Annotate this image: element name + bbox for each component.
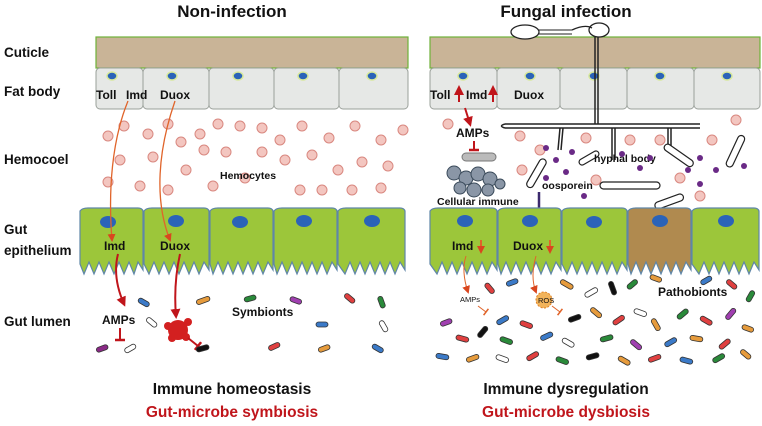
ros-weak-blob bbox=[535, 291, 553, 309]
fat-cell bbox=[693, 67, 761, 110]
epithelial-cell bbox=[143, 207, 210, 276]
left-duox-fat-label: Duox bbox=[160, 88, 190, 102]
epithelial-cell bbox=[337, 207, 406, 276]
row-label-fat-body: Fat body bbox=[4, 84, 61, 99]
epithelial-cell bbox=[429, 207, 498, 276]
right-duox-gut-label: Duox bbox=[513, 239, 543, 253]
epithelial-cell bbox=[209, 207, 274, 276]
oosporein-label: oosporein bbox=[542, 180, 593, 192]
toll-imd-to-gut-arrow bbox=[107, 100, 129, 242]
ros-label: ROS bbox=[538, 296, 554, 305]
right-toll-label: Toll bbox=[430, 88, 450, 102]
left-footer-title: Immune homeostasis bbox=[153, 381, 312, 398]
duox-to-ros-weak-arrow bbox=[530, 255, 538, 294]
left-fat-body bbox=[95, 67, 409, 110]
left-panel-title: Non-infection bbox=[177, 2, 287, 21]
inhibited-blastospore bbox=[461, 152, 497, 162]
ros-weak-inhibit bbox=[551, 305, 564, 316]
hemocytes-right bbox=[442, 114, 742, 202]
epithelial-cell bbox=[561, 207, 628, 276]
epithelial-cell bbox=[497, 207, 562, 276]
left-toll-label: Toll bbox=[96, 88, 116, 102]
epithelial-cell bbox=[691, 207, 760, 276]
hemocytes bbox=[102, 118, 409, 196]
right-imd-gut-label: Imd bbox=[452, 239, 473, 253]
pathobionts bbox=[435, 274, 756, 366]
symbionts-label: Symbionts bbox=[232, 305, 294, 319]
row-label-gut-lumen: Gut lumen bbox=[4, 314, 71, 329]
row-label-gut-epithelium-2: epithelium bbox=[4, 243, 72, 258]
fat-cell-nuclei bbox=[106, 71, 378, 81]
left-imd-gut-label: Imd bbox=[104, 239, 125, 253]
gut-nuclei bbox=[100, 215, 380, 228]
right-fat-body bbox=[429, 67, 761, 110]
cellular-immune-label: Cellular immune bbox=[437, 196, 519, 208]
right-footer-subtitle: Gut-microbe dysbiosis bbox=[482, 404, 650, 421]
imd-to-amps-weak-arrow bbox=[462, 255, 470, 294]
left-amps-label: AMPs bbox=[102, 313, 136, 327]
cellular-immune-cluster bbox=[446, 165, 506, 198]
left-imd-fat-label: Imd bbox=[126, 88, 147, 102]
pathobionts-label: Pathobionts bbox=[658, 285, 728, 299]
left-panel: Toll Imd Duox Hemocytes bbox=[79, 36, 409, 421]
hemocytes-label: Hemocytes bbox=[220, 170, 276, 182]
damaged-epithelial-cell bbox=[627, 207, 692, 276]
symbionts bbox=[95, 293, 389, 354]
left-duox-gut-label: Duox bbox=[160, 239, 190, 253]
duox-to-gut-arrow bbox=[159, 100, 176, 242]
fungal-conidia bbox=[510, 22, 610, 40]
right-gut-epithelium bbox=[429, 207, 760, 276]
hyphal-bodies bbox=[526, 134, 746, 210]
left-gut-epithelium bbox=[79, 207, 406, 276]
right-imd-fat-label: Imd bbox=[466, 88, 487, 102]
oosporein-molecules bbox=[543, 145, 747, 199]
ros-inhibit bbox=[187, 337, 203, 351]
right-panel: Toll Imd Duox AMPs Cellular immune bbox=[429, 22, 761, 421]
right-panel-title: Fungal infection bbox=[500, 2, 631, 21]
imd-to-amps-arrow bbox=[115, 253, 126, 307]
duox-to-ros-arrow bbox=[170, 253, 181, 319]
left-cuticle bbox=[95, 36, 409, 69]
epithelial-cell bbox=[273, 207, 338, 276]
left-footer-subtitle: Gut-microbe symbiosis bbox=[146, 404, 318, 421]
right-footer-title: Immune dysregulation bbox=[483, 381, 648, 398]
row-label-hemocoel: Hemocoel bbox=[4, 152, 69, 167]
fat-cell-nuclei bbox=[457, 71, 733, 81]
row-label-cuticle: Cuticle bbox=[4, 45, 50, 60]
right-amps-hemo-label: AMPs bbox=[456, 126, 490, 140]
row-label-gut-epithelium-1: Gut bbox=[4, 222, 28, 237]
amps-weak-inhibit bbox=[477, 305, 490, 316]
right-duox-fat-label: Duox bbox=[514, 88, 544, 102]
gut-nuclei-right bbox=[457, 215, 734, 228]
fat-to-amps-arrow bbox=[463, 107, 473, 127]
fat-cell bbox=[338, 67, 409, 110]
right-amps-gut-label: AMPs bbox=[460, 295, 480, 304]
hyphal-body-label: hyphal body bbox=[594, 153, 656, 165]
